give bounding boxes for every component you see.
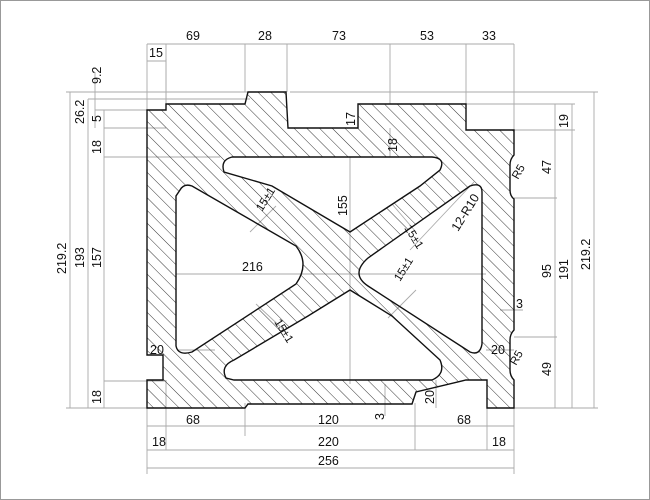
dim-r5-upper: R5	[510, 163, 528, 182]
dim-top-15: 15	[149, 46, 163, 60]
dim-20-right: 20	[491, 343, 505, 357]
dim-top-69: 69	[186, 29, 200, 43]
dim-bottom-68-right: 68	[457, 413, 471, 427]
dim-20-bottom: 20	[423, 390, 437, 404]
dim-155: 155	[336, 195, 350, 216]
dim-3-right: 3	[516, 297, 523, 311]
dim-left-219-2: 219.2	[55, 243, 69, 274]
dim-bottom-18-left: 18	[152, 435, 166, 449]
dim-right-47: 47	[540, 160, 554, 174]
dim-right-49: 49	[540, 362, 554, 376]
dim-left-193: 193	[73, 247, 87, 268]
dim-18-slot: 18	[386, 138, 400, 152]
dim-top-33: 33	[482, 29, 496, 43]
dim-top-53: 53	[420, 29, 434, 43]
dim-top-73: 73	[332, 29, 346, 43]
dim-216: 216	[242, 260, 263, 274]
dim-bottom-18-right: 18	[492, 435, 506, 449]
dim-right-191: 191	[557, 259, 571, 280]
dim-bottom-256: 256	[318, 454, 339, 468]
dim-bottom-220: 220	[318, 435, 339, 449]
dim-right-19: 19	[557, 114, 571, 128]
dim-left-18-top: 18	[90, 140, 104, 154]
dim-web-lower-right: 15±1	[392, 256, 416, 284]
dim-left-9-2: 9.2	[90, 67, 104, 84]
dim-top-28: 28	[258, 29, 272, 43]
dim-bottom-68-left: 68	[186, 413, 200, 427]
dim-left-26-2: 26.2	[73, 100, 87, 124]
dim-left-18-bottom: 18	[90, 390, 104, 404]
dim-3-bottom: 3	[373, 413, 387, 420]
dim-r5-lower: R5	[508, 349, 526, 368]
dim-left-5: 5	[90, 115, 104, 122]
dim-left-157: 157	[90, 247, 104, 268]
profile-section	[146, 91, 515, 409]
dim-bottom-120: 120	[318, 413, 339, 427]
dim-17: 17	[344, 112, 358, 126]
dim-right-95: 95	[540, 264, 554, 278]
dim-right-219-2: 219.2	[579, 239, 593, 270]
dim-20-left: 20	[150, 343, 164, 357]
